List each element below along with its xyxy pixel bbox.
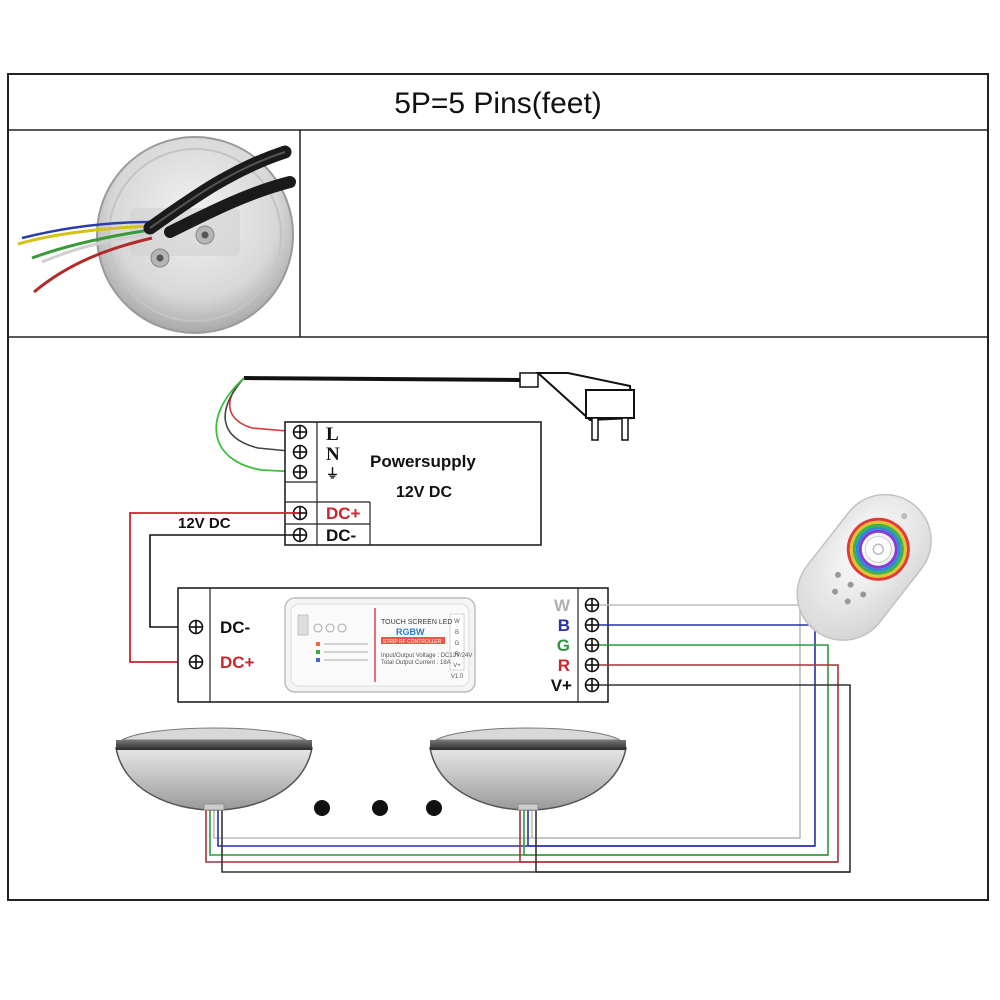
dc-wires [129, 512, 299, 663]
output-wires [205, 604, 851, 873]
module-input-voltage: Input/Output Voltage : DC12V/24V [381, 653, 472, 659]
output-label-w: W [554, 596, 571, 615]
dc-line-label: 12V DC [178, 515, 231, 532]
output-label-vplus: V+ [551, 676, 572, 695]
pool-lamp-1 [115, 727, 313, 811]
ground-icon: ⏚ [326, 466, 339, 481]
output-label-b: B [558, 616, 570, 635]
controller-screw-dc-minus [188, 619, 204, 635]
mains-wires [215, 377, 300, 473]
module-pin-vplus: V+ [453, 663, 461, 669]
terminal-label-n: N [326, 444, 340, 465]
controller-screw-g [584, 637, 600, 653]
power-supply-name: Powersupply [370, 452, 476, 471]
pool-lamp-2 [429, 727, 627, 811]
power-supply-voltage: 12V DC [396, 484, 452, 501]
output-label-r: R [558, 656, 570, 675]
module-title: TOUCH SCREEN LED [381, 619, 452, 626]
module-pin-r: R [455, 652, 460, 658]
rf-remote [796, 493, 932, 641]
controller-screw-dc-plus [188, 654, 204, 670]
module-badge: V1.0 [451, 674, 464, 680]
module-pin-g: G [455, 641, 460, 647]
terminal-screw-ground [292, 464, 308, 480]
terminal-screw-n [292, 444, 308, 460]
controller-module [284, 597, 476, 693]
power-plug [243, 372, 635, 441]
controller-screw-w [584, 597, 600, 613]
module-subtitle: STRIP RF CONTROLLER [383, 639, 442, 645]
controller-screw-r [584, 657, 600, 673]
module-brand: RGBW [396, 627, 425, 637]
lamp-photo [17, 136, 296, 334]
controller-screw-b [584, 617, 600, 633]
module-pin-b: B [455, 630, 459, 636]
terminal-label-l: L [326, 424, 339, 445]
page-title: 5P=5 Pins(feet) [394, 87, 602, 120]
controller-dc-plus-label: DC+ [220, 653, 255, 672]
terminal-screw-l [292, 424, 308, 440]
ellipsis-dots [314, 800, 442, 816]
power-supply-dc-plus-label: DC+ [326, 504, 361, 523]
table-frame [7, 73, 989, 901]
power-supply-dc-minus-label: DC- [326, 526, 356, 545]
controller-screw-vplus [584, 677, 600, 693]
controller-dc-minus-label: DC- [220, 618, 250, 637]
module-output-current: Total Output Current : 18A [381, 660, 451, 666]
module-pin-w: W [454, 619, 460, 625]
power-supply [284, 421, 542, 546]
output-label-g: G [557, 636, 570, 655]
